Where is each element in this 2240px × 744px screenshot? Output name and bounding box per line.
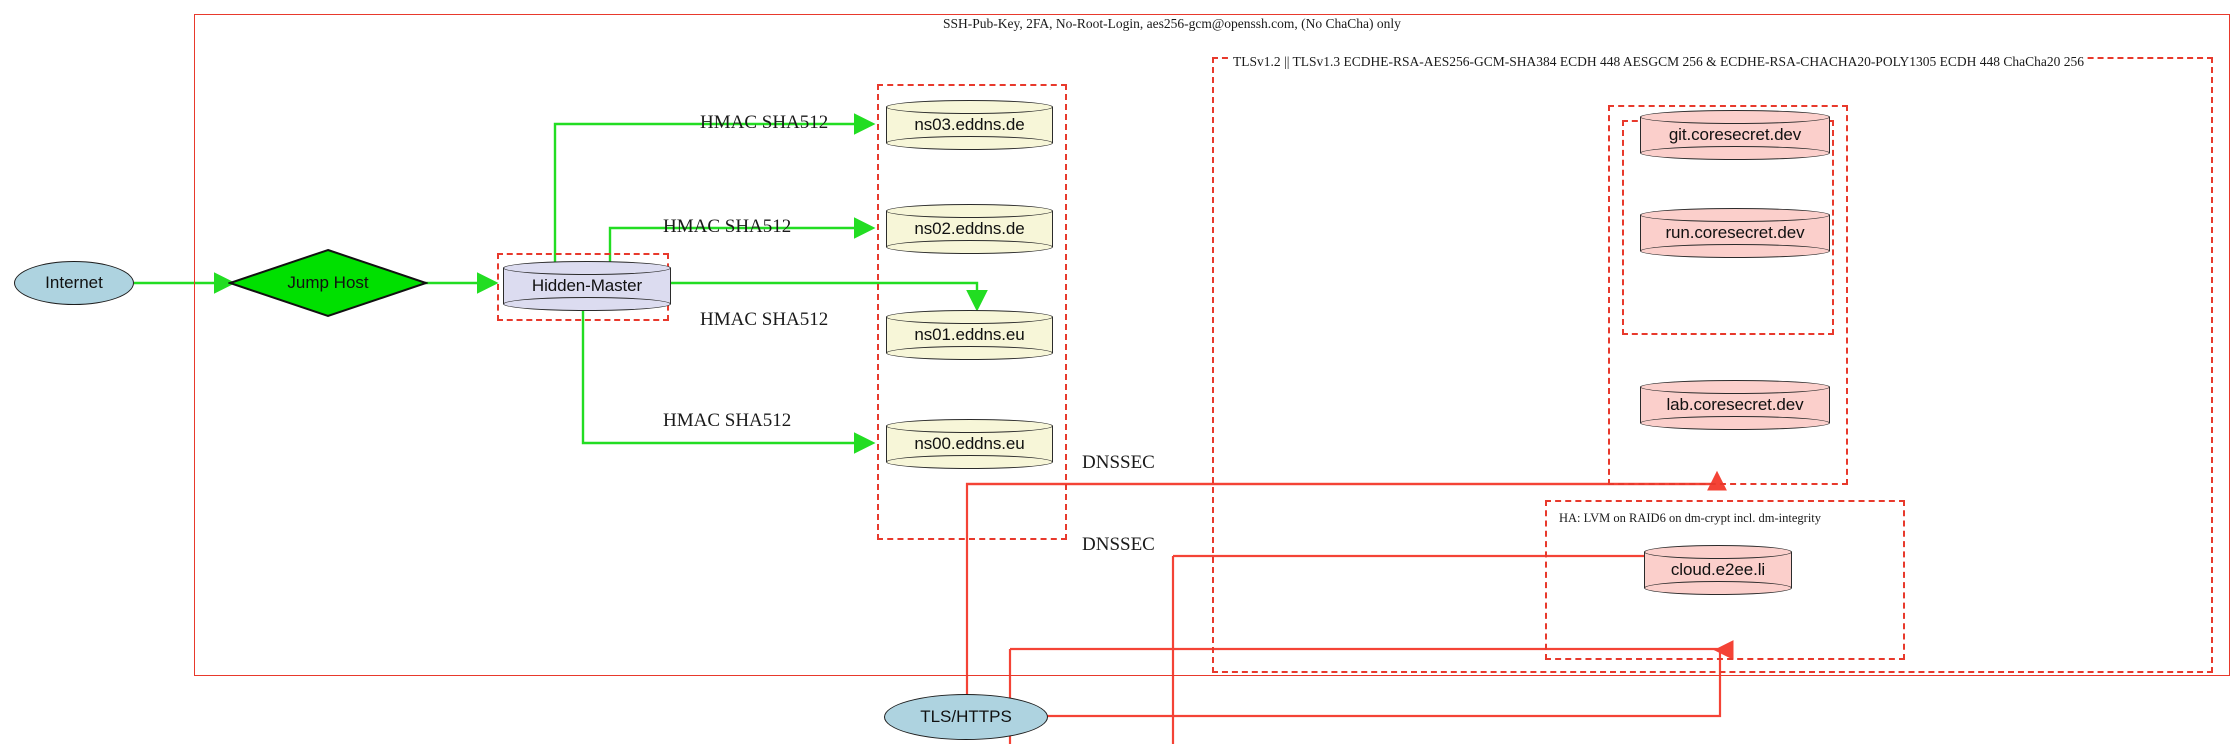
node-tls-https[interactable]: TLS/HTTPS [884,694,1048,740]
jump-host-shape [228,248,428,318]
cluster-ha-storage [1545,500,1905,660]
node-lab-coresecret-label: lab.coresecret.dev [1666,395,1804,414]
node-cloud-e2ee-label: cloud.e2ee.li [1670,560,1766,579]
cyl-bottom [886,346,1053,360]
cyl-top [886,310,1053,324]
cyl-top [1640,110,1830,124]
node-internet-label: Internet [45,273,103,292]
node-ns02[interactable]: ns02.eddns.de [886,204,1053,254]
cluster-tls-policy-label: TLSv1.2 || TLSv1.3 ECDHE-RSA-AES256-GCM-… [1230,54,2087,70]
edge-label-hmac-ns00: HMAC SHA512 [663,410,792,431]
cyl-top [1640,208,1830,222]
cyl-bottom [886,240,1053,254]
node-lab-coresecret[interactable]: lab.coresecret.dev [1640,380,1830,430]
node-ns01-label: ns01.eddns.eu [914,325,1025,344]
cyl-bottom [886,136,1053,150]
cluster-coresecret-outer [1608,105,1848,485]
node-ns00-label: ns00.eddns.eu [914,434,1025,453]
cluster-ha-storage-label: HA: LVM on RAID6 on dm-crypt incl. dm-in… [1556,511,1825,526]
node-run-coresecret[interactable]: run.coresecret.dev [1640,208,1830,258]
edge-label-hmac-ns01: HMAC SHA512 [700,309,829,330]
node-ns00[interactable]: ns00.eddns.eu [886,419,1053,469]
node-ns03[interactable]: ns03.eddns.de [886,100,1053,150]
cluster-nameservers [877,84,1067,540]
cyl-top [1640,380,1830,394]
cyl-bottom [503,297,671,311]
cyl-top [886,204,1053,218]
node-internet[interactable]: Internet [14,261,134,305]
cyl-top [1644,545,1792,559]
node-ns03-label: ns03.eddns.de [914,115,1025,134]
node-git-coresecret[interactable]: git.coresecret.dev [1640,110,1830,160]
node-tls-https-label: TLS/HTTPS [920,707,1012,726]
cyl-top [886,419,1053,433]
cyl-top [503,261,671,275]
cyl-top [886,100,1053,114]
cyl-bottom [1640,244,1830,258]
node-cloud-e2ee[interactable]: cloud.e2ee.li [1644,545,1792,595]
node-jump-host-label: Jump Host [287,273,369,292]
edge-label-dnssec-upper: DNSSEC [1082,452,1155,473]
node-jump-host[interactable]: Jump Host [228,248,428,318]
cluster-ssh-policy-label: SSH-Pub-Key, 2FA, No-Root-Login, aes256-… [940,16,1404,32]
cyl-bottom [1640,146,1830,160]
node-ns01[interactable]: ns01.eddns.eu [886,310,1053,360]
cluster-ssh-policy [194,14,2230,676]
edge-label-hmac-ns03: HMAC SHA512 [700,112,829,133]
node-git-coresecret-label: git.coresecret.dev [1668,125,1802,144]
node-ns02-label: ns02.eddns.de [914,219,1025,238]
cyl-bottom [1644,581,1792,595]
node-run-coresecret-label: run.coresecret.dev [1665,223,1805,242]
edge-label-hmac-ns02: HMAC SHA512 [663,216,792,237]
node-hidden-master[interactable]: Hidden-Master [503,261,671,311]
edge-label-dnssec-lower: DNSSEC [1082,534,1155,555]
cyl-bottom [1640,416,1830,430]
node-hidden-master-label: Hidden-Master [531,276,643,295]
cyl-bottom [886,455,1053,469]
